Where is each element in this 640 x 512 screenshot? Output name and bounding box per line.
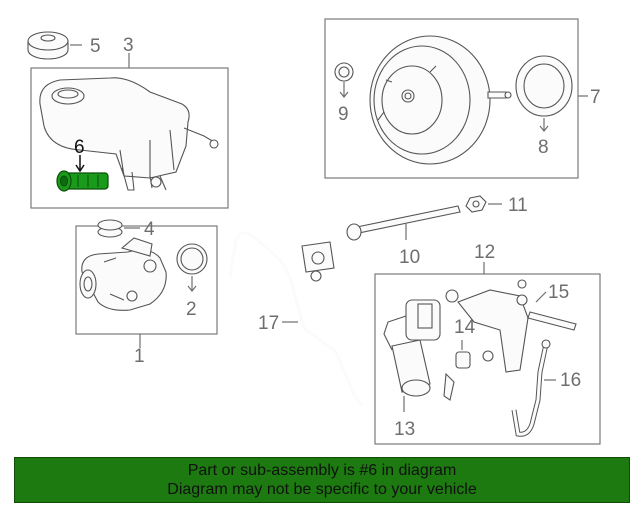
- callout-7: 7: [590, 87, 601, 108]
- callout-16: 16: [560, 370, 581, 391]
- callout-17: 17: [258, 313, 279, 334]
- callout-4: 4: [144, 219, 155, 240]
- part-6-highlighted: [56, 170, 109, 192]
- vacuum-line-16: [511, 339, 551, 437]
- vacuum-pump: [383, 299, 441, 397]
- callout-15: 15: [548, 282, 569, 303]
- callout-3: 3: [123, 35, 134, 56]
- callout-2: 2: [186, 299, 197, 320]
- box-booster: [324, 18, 579, 179]
- callout-8: 8: [538, 137, 549, 158]
- bolt-10: [346, 205, 461, 241]
- banner-line-1: Part or sub-assembly is #6 in diagram: [187, 462, 457, 479]
- info-banner: Part or sub-assembly is #6 in diagram Di…: [14, 457, 630, 503]
- brake-booster: [369, 35, 512, 165]
- callout-11: 11: [508, 195, 528, 216]
- seal-4: [97, 219, 123, 238]
- fluid-reservoir: [39, 77, 219, 191]
- banner-line-2: Diagram may not be specific to your vehi…: [167, 481, 477, 498]
- box-vacuum-pump: [374, 273, 601, 445]
- bracket-15: [445, 279, 577, 373]
- vacuum-hose: [228, 231, 363, 406]
- callout-13: 13: [394, 419, 415, 440]
- seal-9: [334, 62, 354, 82]
- master-cylinder: [79, 237, 167, 311]
- callout-9: 9: [338, 104, 349, 125]
- callout-14: 14: [454, 317, 476, 338]
- nut-11: [465, 195, 487, 213]
- callout-6: 6: [74, 137, 85, 158]
- seal-ring-2: [176, 243, 208, 275]
- callout-12: 12: [474, 242, 495, 263]
- parts-diagram: 5 3 6 1 4: [27, 18, 601, 445]
- callout-1: 1: [134, 346, 145, 367]
- reservoir-cap: [27, 31, 69, 60]
- callout-10: 10: [399, 247, 420, 268]
- box-master-cylinder: [75, 225, 218, 335]
- gasket-8: [515, 55, 573, 117]
- callout-5: 5: [90, 36, 101, 57]
- insulator-14: [443, 351, 471, 401]
